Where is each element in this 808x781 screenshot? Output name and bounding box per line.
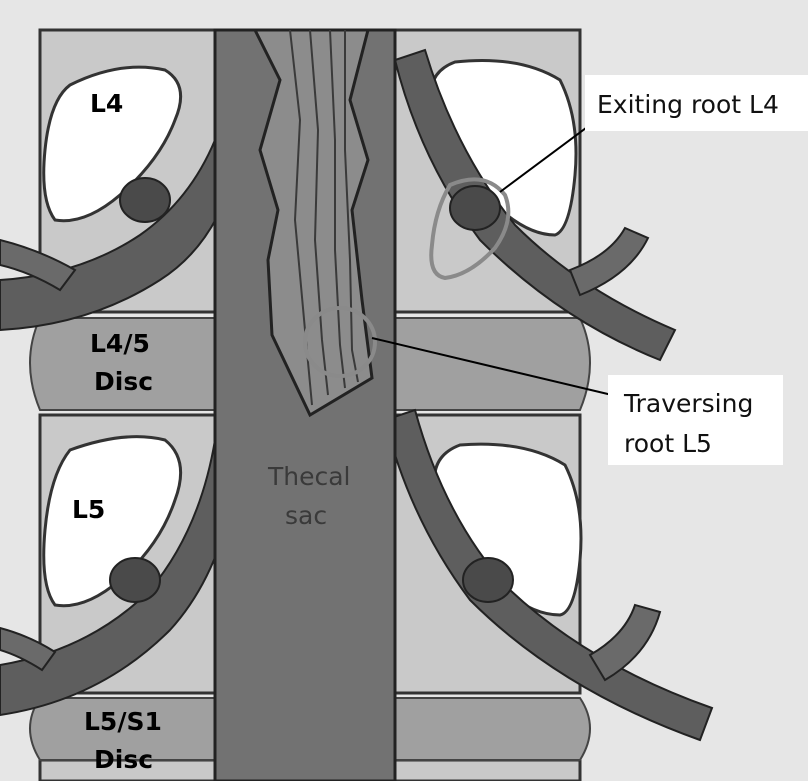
traversing-root-circle [303,306,377,378]
label-l5: L5 [72,495,105,524]
label-thecal-line2: sac [285,501,327,530]
label-traversing-line1: Traversing [623,389,753,418]
traversing-label-box [608,375,783,465]
nerve-branch-l5-right [588,603,662,682]
nerve-root-l5-right [383,408,714,742]
exiting-root-circle [429,177,511,281]
nerve-branch-l4-right [568,226,650,297]
drg-l5-left [109,557,161,603]
exiting-label-box [585,75,808,131]
nerve-branch-l5-left [0,626,57,672]
cauda-equina [252,28,374,418]
label-l5s1-line1: L5/S1 [84,707,162,736]
drg-l4-right [449,185,501,231]
drg-l5-right [462,557,514,603]
label-exiting-root: Exiting root L4 [597,90,779,119]
label-l5s1-line2: Disc [94,745,153,774]
label-traversing-line2: root L5 [624,429,712,458]
label-l45-line1: L4/5 [90,329,150,358]
nerve-branch-l4-left [0,238,77,292]
label-thecal-line1: Thecal [267,462,351,491]
exiting-root-pointer [499,124,591,193]
label-l45-line2: Disc [94,367,153,396]
nerve-fibers [289,29,359,406]
label-l4: L4 [90,89,123,118]
traversing-root-pointer [371,337,613,396]
drg-l4-left [119,177,171,223]
